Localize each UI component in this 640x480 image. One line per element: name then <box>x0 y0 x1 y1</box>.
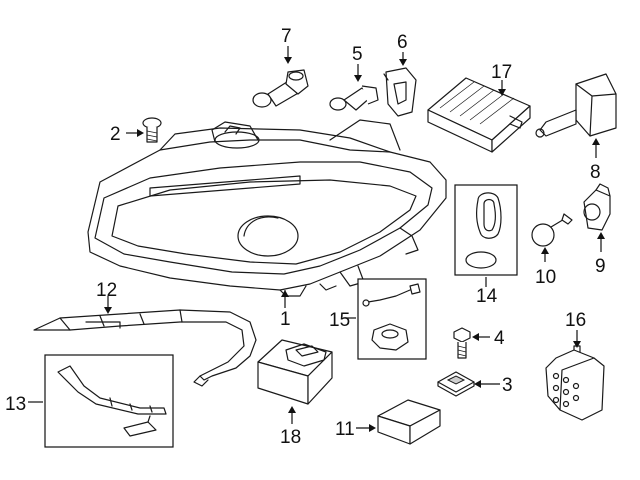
callout-12: 12 <box>96 280 117 301</box>
gasket-icon <box>465 192 502 269</box>
bulb-icon <box>329 85 379 111</box>
label-kit-icon <box>377 399 441 445</box>
headlamp-assembly-icon <box>87 119 447 297</box>
callout-16: 16 <box>565 310 586 331</box>
screw-icon <box>142 117 162 143</box>
bulb-icon <box>583 183 611 231</box>
callout-15: 15 <box>329 310 350 331</box>
bulb-icon <box>252 69 309 108</box>
screw-icon <box>453 327 471 359</box>
repair-bracket-icon <box>33 309 257 387</box>
callout-2: 2 <box>110 124 121 145</box>
callout-7: 7 <box>281 26 292 47</box>
bulb-icon <box>531 213 573 247</box>
callout-13: 13 <box>5 394 26 415</box>
callout-9: 9 <box>595 256 606 277</box>
callout-17: 17 <box>491 62 512 83</box>
wiring-harness-icon <box>362 283 421 351</box>
callout-4: 4 <box>494 328 505 349</box>
bulb-icon <box>383 67 417 117</box>
callout-14: 14 <box>476 286 498 307</box>
callout-18: 18 <box>280 427 301 448</box>
callout-10: 10 <box>535 267 556 288</box>
callout-1: 1 <box>280 309 291 330</box>
callout-6: 6 <box>397 32 408 53</box>
xenon-bulb-icon <box>535 73 617 138</box>
repair-bracket-icon <box>57 365 167 437</box>
callout-5: 5 <box>352 44 363 65</box>
callout-8: 8 <box>590 162 601 183</box>
ballast-module-icon <box>545 345 605 421</box>
ballast-module-icon <box>257 339 333 405</box>
callout-11: 11 <box>335 419 355 440</box>
ballast-module-icon <box>427 77 531 153</box>
callout-3: 3 <box>502 375 513 396</box>
clip-nut-icon <box>437 371 475 397</box>
